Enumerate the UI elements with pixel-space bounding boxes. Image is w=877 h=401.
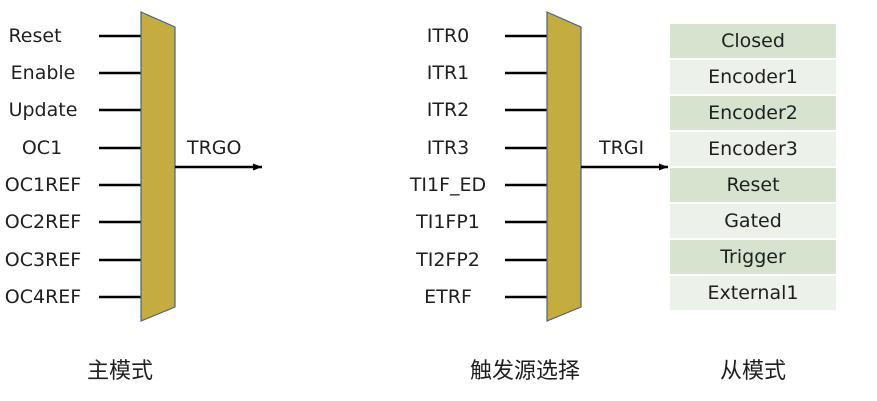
trigger-mux bbox=[546, 11, 582, 322]
trigger-input-label: TI1F_ED bbox=[409, 174, 487, 196]
master-input-label: Reset bbox=[8, 25, 62, 47]
master-input-label: OC4REF bbox=[4, 286, 82, 308]
trigger-select-caption: 触发源选择 bbox=[469, 359, 581, 384]
trigger-input-label: ETRF bbox=[424, 286, 472, 308]
master-input-label: Enable bbox=[10, 62, 76, 84]
slave-mode-encoder1: Encoder1 bbox=[669, 59, 837, 95]
trigger-input-label: TI2FP2 bbox=[416, 249, 480, 271]
master-input-label: OC2REF bbox=[4, 211, 82, 233]
slave-mode-encoder3: Encoder3 bbox=[669, 131, 837, 167]
master-input-label: OC1 bbox=[21, 137, 63, 159]
slave-mode-gated: Gated bbox=[669, 203, 837, 239]
trigger-input-label: ITR2 bbox=[426, 99, 470, 121]
slave-mode-reset: Reset bbox=[669, 167, 837, 203]
slave-mode-trigger: Trigger bbox=[669, 239, 837, 275]
master-input-label: Update bbox=[8, 99, 78, 121]
slave-mode-closed: Closed bbox=[669, 23, 837, 59]
slave-mode-encoder2: Encoder2 bbox=[669, 95, 837, 131]
master-input-label: OC3REF bbox=[4, 249, 82, 271]
master-input-label: OC1REF bbox=[4, 174, 82, 196]
master-mode-caption: 主模式 bbox=[86, 359, 154, 384]
trigger-input-label: ITR0 bbox=[426, 25, 470, 47]
trigger-input-label: ITR1 bbox=[426, 62, 470, 84]
master-mux bbox=[140, 11, 176, 322]
trgo-label: TRGO bbox=[187, 137, 242, 159]
trigger-input-label: ITR3 bbox=[426, 137, 470, 159]
trgi-label: TRGI bbox=[599, 137, 645, 159]
slave-mode-external1: External1 bbox=[669, 275, 837, 311]
trigger-input-label: TI1FP1 bbox=[416, 211, 480, 233]
slave-mode-caption: 从模式 bbox=[719, 359, 787, 384]
